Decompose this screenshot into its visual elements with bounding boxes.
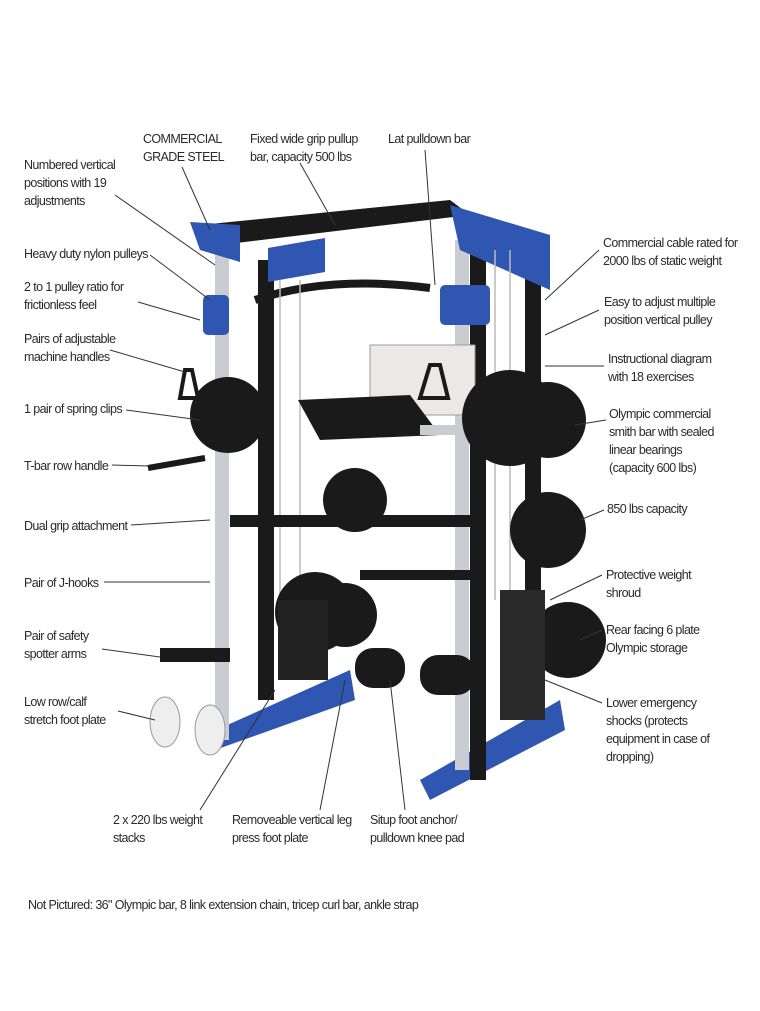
label-situp-anchor: Situp foot anchor/ pulldown knee pad bbox=[370, 813, 465, 845]
label-lat-pulldown-bar: Lat pulldown bar bbox=[388, 132, 471, 146]
label-numbered-positions: Numbered vertical positions with 19 adju… bbox=[24, 158, 116, 208]
footer-not-pictured: Not Pictured: 36" Olympic bar, 8 link ex… bbox=[28, 898, 419, 912]
leg-press-plate bbox=[298, 395, 440, 440]
machine-handle bbox=[417, 363, 451, 400]
label-j-hooks: Pair of J-hooks bbox=[24, 576, 99, 590]
label-emergency-shocks: Lower emergency shocks (protects equipme… bbox=[606, 696, 710, 764]
right-base-plate bbox=[420, 700, 565, 800]
machine-handle bbox=[177, 368, 201, 400]
weight-stack bbox=[278, 600, 328, 680]
label-pulley-ratio: 2 to 1 pulley ratio for frictionless fee… bbox=[24, 280, 124, 312]
label-spring-clips: 1 pair of spring clips bbox=[24, 402, 123, 416]
weight-shroud bbox=[500, 590, 545, 720]
upright bbox=[215, 240, 229, 740]
left-base-plate bbox=[205, 670, 355, 750]
label-spotter-arms: Pair of safety spotter arms bbox=[24, 629, 89, 661]
label-vertical-pulley: Easy to adjust multiple position vertica… bbox=[604, 295, 716, 327]
label-plate-storage: Rear facing 6 plate Olympic storage bbox=[606, 623, 700, 655]
calf-foot-plate bbox=[149, 696, 181, 748]
label-machine-handles: Pairs of adjustable machine handles bbox=[24, 332, 116, 364]
label-commercial-grade-steel: COMMERCIAL GRADE STEEL bbox=[143, 132, 225, 164]
knee-pad bbox=[355, 648, 405, 688]
label-weight-stacks: 2 x 220 lbs weight stacks bbox=[113, 813, 203, 845]
spotter-arm bbox=[160, 648, 230, 662]
label-nylon-pulleys: Heavy duty nylon pulleys bbox=[24, 247, 148, 261]
calf-foot-plate bbox=[194, 704, 226, 756]
center-top-plate bbox=[268, 238, 325, 282]
label-dual-grip: Dual grip attachment bbox=[24, 519, 128, 533]
label-commercial-cable: Commercial cable rated for 2000 lbs of s… bbox=[603, 236, 738, 268]
upright bbox=[258, 260, 274, 700]
right-top-plate bbox=[450, 205, 550, 290]
knee-pad bbox=[420, 655, 475, 695]
label-weight-shroud: Protective weight shroud bbox=[606, 568, 692, 600]
label-pullup-bar: Fixed wide grip pullup bar, capacity 500… bbox=[250, 132, 358, 164]
left-top-plate bbox=[190, 222, 240, 262]
lat-pulldown-bar bbox=[253, 279, 431, 304]
crossbar bbox=[230, 515, 470, 527]
crossbar bbox=[360, 570, 470, 580]
leader-lines bbox=[101, 149, 607, 811]
top-crossbar bbox=[200, 200, 470, 245]
label-instructional-diagram: Instructional diagram with 18 exercises bbox=[608, 352, 712, 384]
label-smith-bar: Olympic commercial smith bar with sealed… bbox=[609, 407, 714, 475]
label-capacity: 850 lbs capacity bbox=[607, 502, 688, 516]
label-leg-press-plate: Removeable vertical leg press foot plate bbox=[232, 813, 352, 845]
weight-plates bbox=[190, 370, 606, 678]
label-foot-plate: Low row/calf stretch foot plate bbox=[24, 695, 106, 727]
label-t-bar-handle: T-bar row handle bbox=[24, 459, 109, 473]
right-pulley bbox=[440, 285, 490, 325]
left-pulley bbox=[203, 295, 229, 335]
t-bar-handle bbox=[147, 455, 206, 471]
